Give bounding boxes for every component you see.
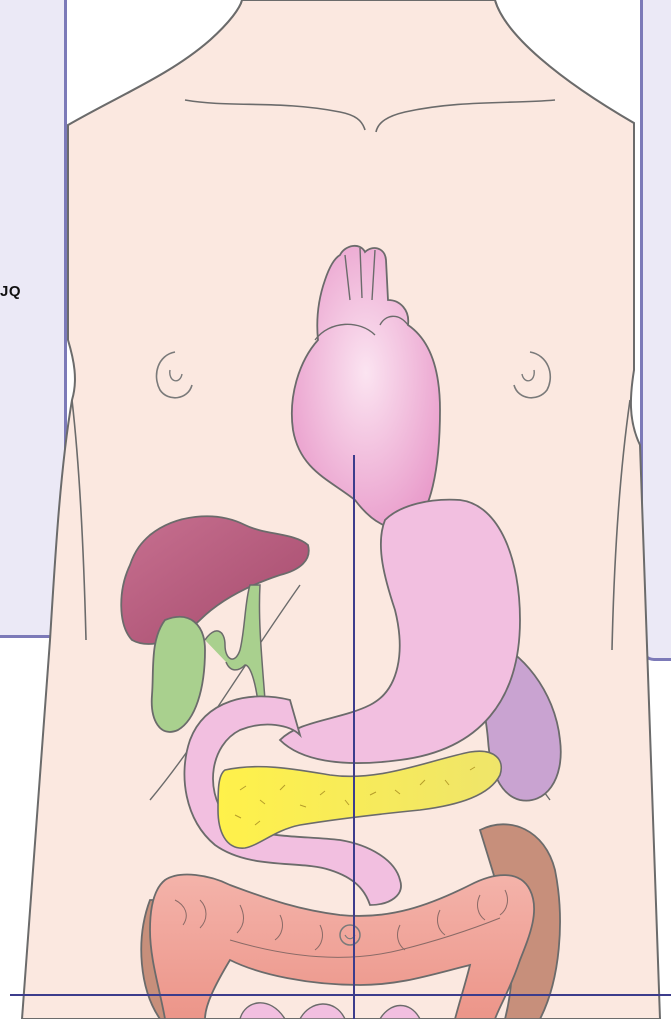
anatomy-diagram: JQ	[0, 0, 671, 1019]
torso-illustration	[0, 0, 671, 1019]
